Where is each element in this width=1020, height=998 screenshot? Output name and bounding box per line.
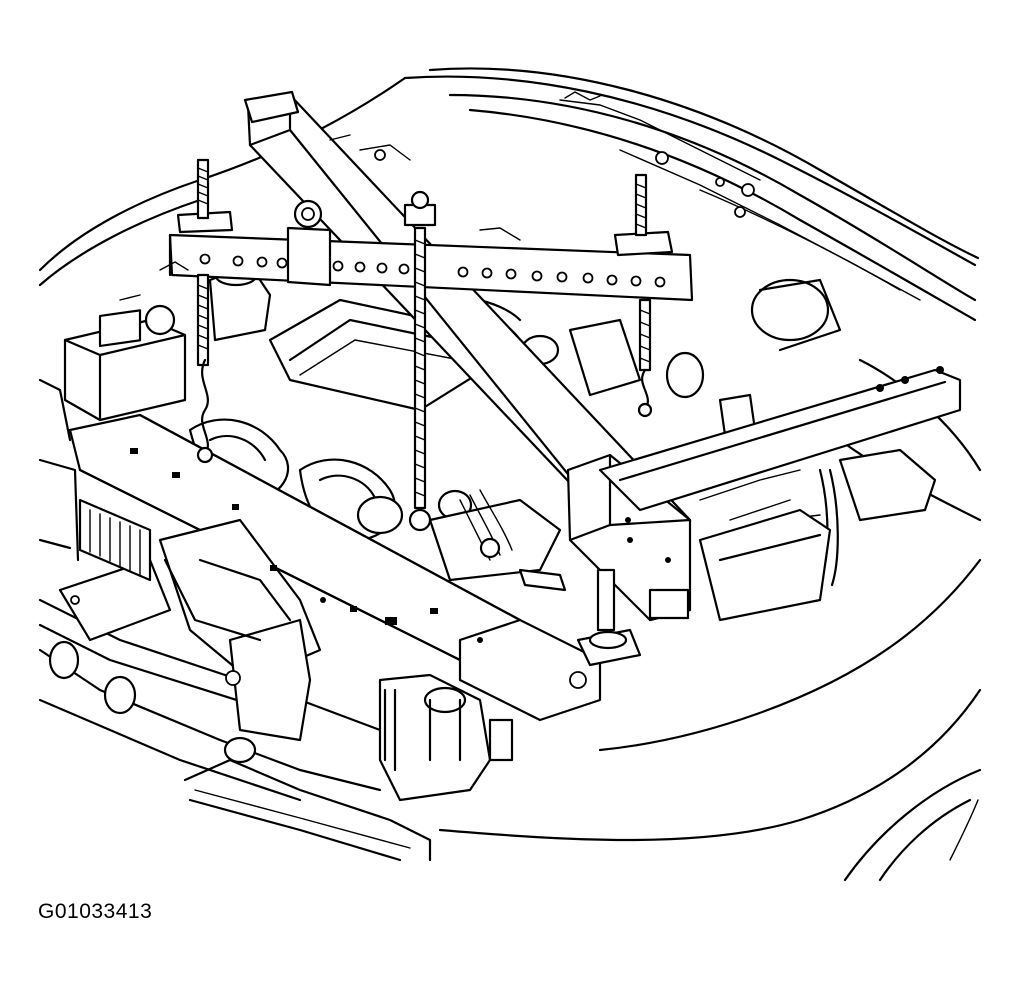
- engine-support-fixture: [168, 90, 962, 667]
- figure-id-label: G01033413: [38, 900, 153, 923]
- radiator-support: [58, 413, 602, 802]
- vehicle-body: [38, 67, 982, 882]
- detail-marks: [119, 134, 832, 622]
